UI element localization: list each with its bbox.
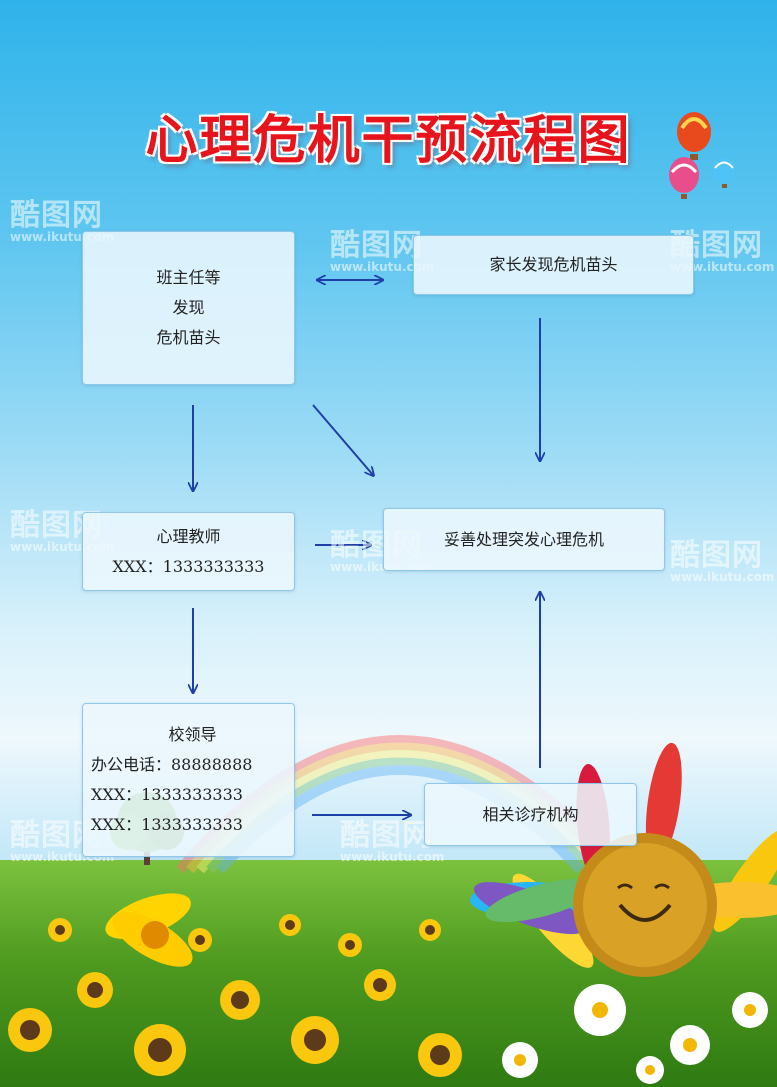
node-text: XXX：1333333333	[112, 556, 265, 576]
node-medical: 相关诊疗机构	[424, 783, 637, 846]
node-text: 家长发现危机苗头	[489, 255, 618, 274]
sunflower-field	[8, 914, 462, 1077]
hot-air-balloon-icon	[713, 157, 735, 188]
node-text: 班主任等	[156, 268, 221, 287]
daisy-flowers	[502, 984, 768, 1084]
node-text: 心理教师	[156, 526, 221, 546]
node-handle-crisis: 妥善处理突发心理危机	[383, 508, 665, 571]
node-parent-discover: 家长发现危机苗头	[413, 235, 694, 295]
yellow-flower-icon	[105, 893, 193, 967]
node-text: 发现	[172, 298, 205, 317]
hot-air-balloon-icon	[677, 112, 711, 160]
node-teacher-discover: 班主任等 发现 危机苗头	[82, 231, 295, 385]
node-text: 校领导	[168, 725, 217, 744]
hot-air-balloon-icon	[669, 157, 699, 199]
node-text: 相关诊疗机构	[482, 804, 579, 824]
arrow-teacher-to-handle	[312, 404, 373, 475]
page-title: 心理危机干预流程图	[145, 111, 632, 171]
node-text: XXX：1333333333	[91, 815, 243, 834]
node-text: 危机苗头	[156, 328, 221, 347]
node-text: 办公电话：88888888	[91, 755, 253, 774]
node-text: XXX：1333333333	[91, 785, 243, 804]
node-school-leader: 校领导 办公电话：88888888 XXX：1333333333 XXX：133…	[82, 703, 295, 857]
smiling-sunflower-icon	[470, 742, 777, 977]
node-text: 妥善处理突发心理危机	[443, 529, 604, 549]
node-psych-teacher: 心理教师 XXX：1333333333	[82, 512, 295, 591]
